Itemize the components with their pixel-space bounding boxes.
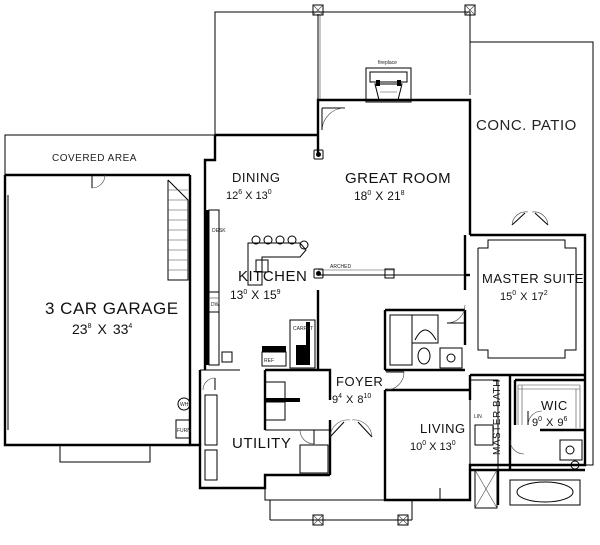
- foyer-width-in: 4: [338, 393, 342, 400]
- garage-width: 23: [72, 321, 88, 337]
- living-depth: 13: [440, 441, 452, 453]
- front-post-left: [312, 514, 324, 526]
- patio-outline: [470, 41, 594, 466]
- master-suite-name: MASTER SUITE: [482, 271, 584, 286]
- wic-shelving: [517, 384, 581, 428]
- wic-x: X: [546, 417, 554, 429]
- garage-depth: 33: [113, 321, 129, 337]
- garage-depth-in: 4: [128, 323, 132, 330]
- arched-label: ARCHED: [330, 264, 352, 270]
- wh-label: WH: [180, 402, 189, 408]
- garage-width-in: 8: [88, 323, 92, 330]
- kitchen-width-in: 0: [243, 289, 247, 296]
- foyer-depth-in: 10: [364, 393, 372, 400]
- dining-depth: 13: [256, 190, 268, 202]
- exterior-walls: [3, 98, 587, 502]
- ref-label: REF: [264, 358, 274, 364]
- great-room-depth-in: 8: [401, 190, 405, 197]
- master-suite-depth-in: 2: [544, 290, 548, 297]
- wic-depth-in: 6: [564, 416, 568, 423]
- carpet-label: CARPET: [293, 326, 313, 332]
- kitchen-name: KITCHEN: [238, 268, 307, 285]
- stairs: [167, 179, 189, 281]
- master-bath-fixtures: [469, 379, 583, 509]
- patio-label: CONC. PATIO: [476, 117, 577, 134]
- kitchen-counters: [204, 209, 233, 366]
- great-room-depth: 21: [387, 189, 401, 203]
- front-porch-outline: [264, 488, 441, 521]
- desk-label: DESK: [212, 228, 226, 234]
- wic-width: 9: [532, 417, 538, 429]
- fireplace-icon: [365, 67, 412, 103]
- kitchen-depth: 15: [263, 288, 277, 302]
- living-x: X: [429, 441, 437, 453]
- master-suite-width: 15: [500, 291, 512, 303]
- foyer-name: FOYER: [336, 374, 383, 389]
- great-room-width-in: 0: [367, 190, 371, 197]
- foyer-depth: 8: [357, 394, 363, 406]
- master-suite-frame: [477, 239, 577, 359]
- utility-fixtures: [175, 381, 329, 481]
- hall-bath: [389, 314, 463, 369]
- porch-post-right: [464, 4, 476, 16]
- kitchen-width: 13: [230, 288, 244, 302]
- master-suite-x: X: [520, 291, 528, 303]
- dining-width: 12: [226, 190, 238, 202]
- master-suite-depth: 17: [532, 291, 544, 303]
- covered-area-label: COVERED AREA: [52, 153, 137, 164]
- dining-name: DINING: [232, 170, 281, 185]
- great-room-width: 18: [354, 189, 368, 203]
- kitchen-pantry: [261, 319, 316, 369]
- living-width: 10: [410, 441, 422, 453]
- lin-label: LIN: [474, 414, 482, 420]
- garage-apron: [59, 445, 151, 463]
- master-bath-name: MASTER BATH: [492, 379, 503, 455]
- foyer-width: 9: [332, 394, 338, 406]
- great-room-name: GREAT ROOM: [345, 170, 451, 187]
- master-suite-width-in: 0: [512, 290, 516, 297]
- living-name: LIVING: [420, 421, 466, 436]
- dw-label: DW: [211, 302, 220, 308]
- living-width-in: 0: [422, 440, 426, 447]
- fireplace-label: fireplace: [378, 60, 397, 66]
- wic-name: WIC: [541, 398, 568, 413]
- porch-post-left: [312, 4, 324, 16]
- rear-porch-outline: [214, 11, 471, 135]
- wic-width-in: 0: [538, 416, 542, 423]
- utility-name: UTILITY: [232, 435, 291, 452]
- kitchen-island: [247, 235, 309, 286]
- kitchen-depth-in: 9: [277, 289, 281, 296]
- dining-width-in: 6: [238, 189, 242, 196]
- great-room-x: X: [375, 189, 383, 203]
- front-post-right: [397, 514, 409, 526]
- garage-x: X: [97, 321, 107, 337]
- doors: [91, 107, 549, 455]
- kitchen-x: X: [251, 288, 259, 302]
- foyer-x: X: [346, 394, 354, 406]
- living-depth-in: 0: [452, 440, 456, 447]
- dining-x: X: [245, 190, 253, 202]
- wic-depth: 9: [557, 417, 563, 429]
- furn-label: FURN: [177, 428, 191, 434]
- garage-name: 3 CAR GARAGE: [45, 299, 179, 318]
- columns: [313, 149, 395, 279]
- dining-depth-in: 0: [268, 189, 272, 196]
